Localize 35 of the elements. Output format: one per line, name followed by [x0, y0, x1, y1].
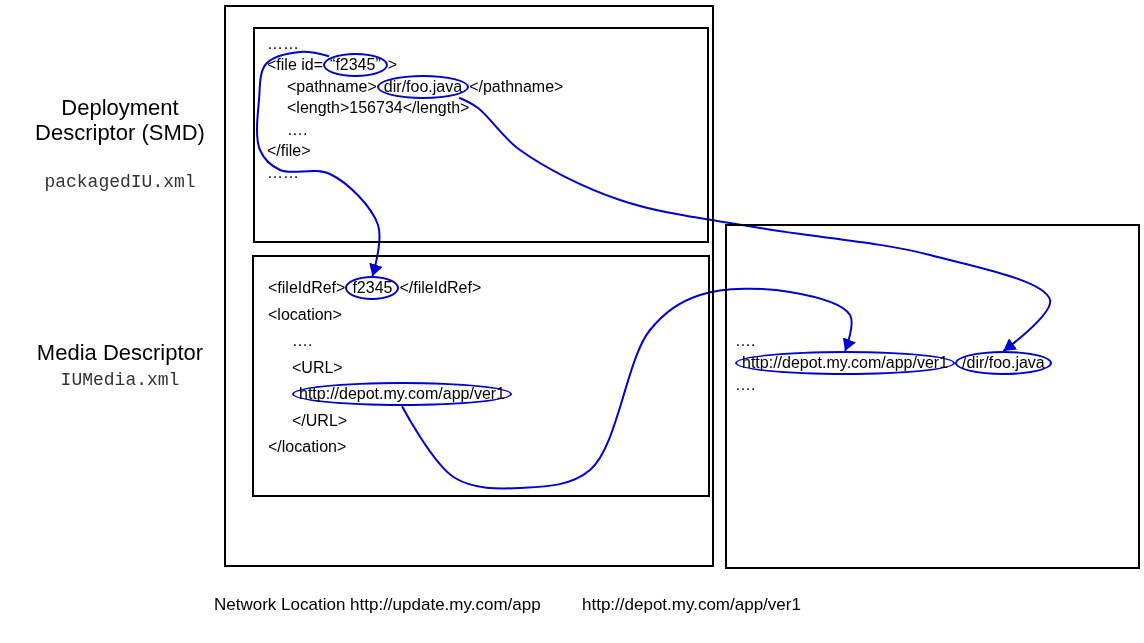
- xml-text: <file id=: [267, 56, 324, 75]
- document-box: [253, 27, 709, 243]
- document-box: [252, 255, 710, 497]
- curved-arrow: [256, 50, 383, 278]
- xml-text: <length>156734</length>: [287, 99, 470, 118]
- highlighted-text: “f2345”: [323, 53, 388, 78]
- xml-text: </pathname>: [469, 77, 564, 96]
- xml-text: </location>: [268, 438, 347, 457]
- xml-text: ……: [267, 34, 299, 53]
- xml-text: ….: [735, 376, 756, 394]
- xml-text: </file>: [267, 142, 311, 161]
- file-name: IUMedia.xml: [59, 370, 181, 390]
- xml-text: >: [387, 56, 398, 75]
- curved-arrow: [458, 96, 1051, 352]
- xml-text: ……: [267, 163, 299, 182]
- curved-arrow: [401, 287, 856, 490]
- xml-text: <URL>: [292, 358, 343, 377]
- xml-text: </URL>: [292, 411, 348, 430]
- descriptor-title: Deployment Descriptor (SMD): [34, 95, 206, 146]
- xml-text: ….: [735, 332, 756, 350]
- file-name: packagedIU.xml: [43, 172, 197, 192]
- xml-text: ….: [292, 332, 313, 351]
- descriptor-title: Media Descriptor: [35, 340, 205, 366]
- highlighted-text: http://depot.my.com/app/ver1: [292, 382, 513, 407]
- highlighted-text: f2345: [345, 276, 400, 301]
- xml-text: </fileIdRef>: [399, 279, 482, 298]
- highlighted-text: /dir/foo.java: [955, 351, 1052, 375]
- highlighted-text: http://depot.my.com/app/ver1: [735, 351, 956, 375]
- node-label: http://depot.my.com/app/ver1: [582, 595, 801, 615]
- node-label: Network Location http://update.my.com/app: [214, 595, 541, 615]
- highlighted-text: dir/foo.java: [376, 74, 470, 99]
- xml-text: ….: [287, 120, 308, 139]
- xml-text: <pathname>: [287, 77, 377, 96]
- xml-text: <fileIdRef>: [268, 279, 346, 298]
- xml-text: <location>: [268, 305, 342, 324]
